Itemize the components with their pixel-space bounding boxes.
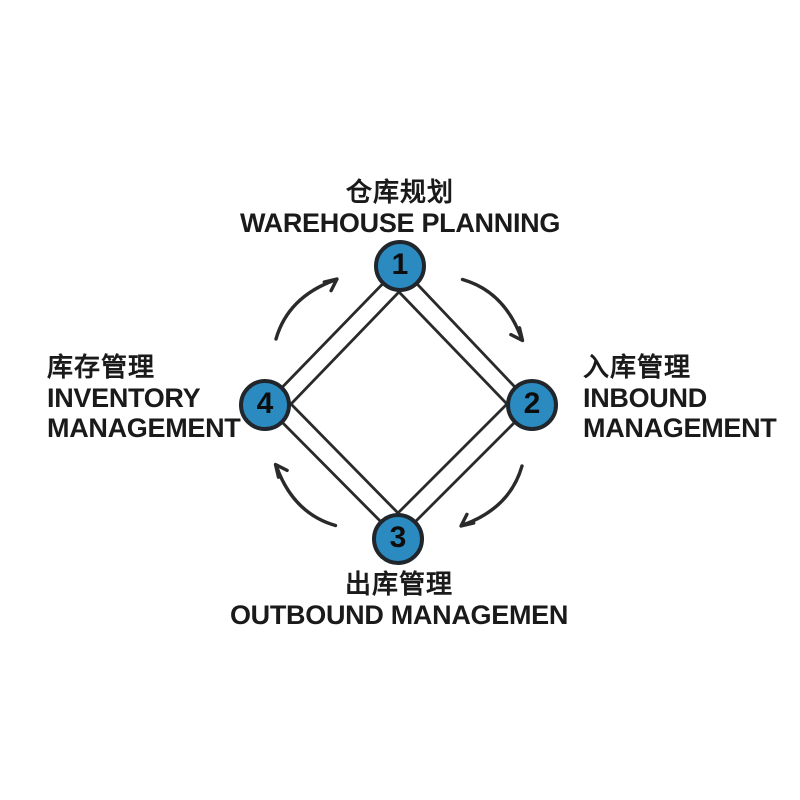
node-2-inbound-management: 2 — [506, 379, 558, 431]
label-inventory-management-en-line1: INVENTORY — [47, 383, 201, 413]
node-3-outbound-management: 3 — [372, 513, 424, 565]
cycle-arrows — [273, 277, 525, 528]
label-inbound-management-zh: 入库管理 — [583, 352, 692, 382]
diamond-outer-edge — [263, 263, 534, 541]
inner-edge-3-4 — [279, 392, 410, 525]
node-4-inventory-management: 4 — [239, 379, 291, 431]
inner-edge-2-3 — [386, 392, 519, 525]
label-inventory-management-en-line2: MANAGEMENT — [47, 413, 241, 443]
label-inbound-management-en-line2: MANAGEMENT — [583, 413, 777, 443]
label-inventory-management-zh: 库存管理 — [47, 352, 156, 382]
label-inventory-management: 库存管理 INVENTORY MANAGEMENT — [47, 352, 241, 443]
inner-edge-1-2 — [387, 280, 519, 416]
node-3-number: 3 — [389, 521, 407, 554]
label-warehouse-planning-en: WAREHOUSE PLANNING — [239, 208, 561, 238]
label-outbound-management-en: OUTBOUND MANAGEMEN — [229, 600, 569, 630]
diamond-inner-edges — [279, 280, 519, 525]
label-warehouse-planning-zh: 仓库规划 — [345, 177, 454, 207]
arrow-4-to-1 — [274, 277, 339, 341]
arrow-1-to-2 — [460, 277, 525, 343]
node-4-number: 4 — [256, 387, 274, 420]
node-1-warehouse-planning: 1 — [374, 240, 426, 292]
label-inbound-management: 入库管理 INBOUND MANAGEMENT — [583, 352, 777, 443]
inner-edge-4-1 — [279, 280, 411, 416]
node-1-number: 1 — [391, 248, 409, 281]
arrow-3-to-4 — [273, 462, 338, 528]
label-outbound-management: 出库管理 OUTBOUND MANAGEMEN — [230, 569, 568, 630]
label-outbound-management-zh: 出库管理 — [344, 569, 453, 599]
node-2-number: 2 — [523, 387, 541, 420]
arrow-2-to-3 — [459, 464, 524, 528]
label-warehouse-planning: 仓库规划 WAREHOUSE PLANNING — [240, 177, 560, 238]
label-inbound-management-en-line1: INBOUND — [583, 383, 707, 413]
